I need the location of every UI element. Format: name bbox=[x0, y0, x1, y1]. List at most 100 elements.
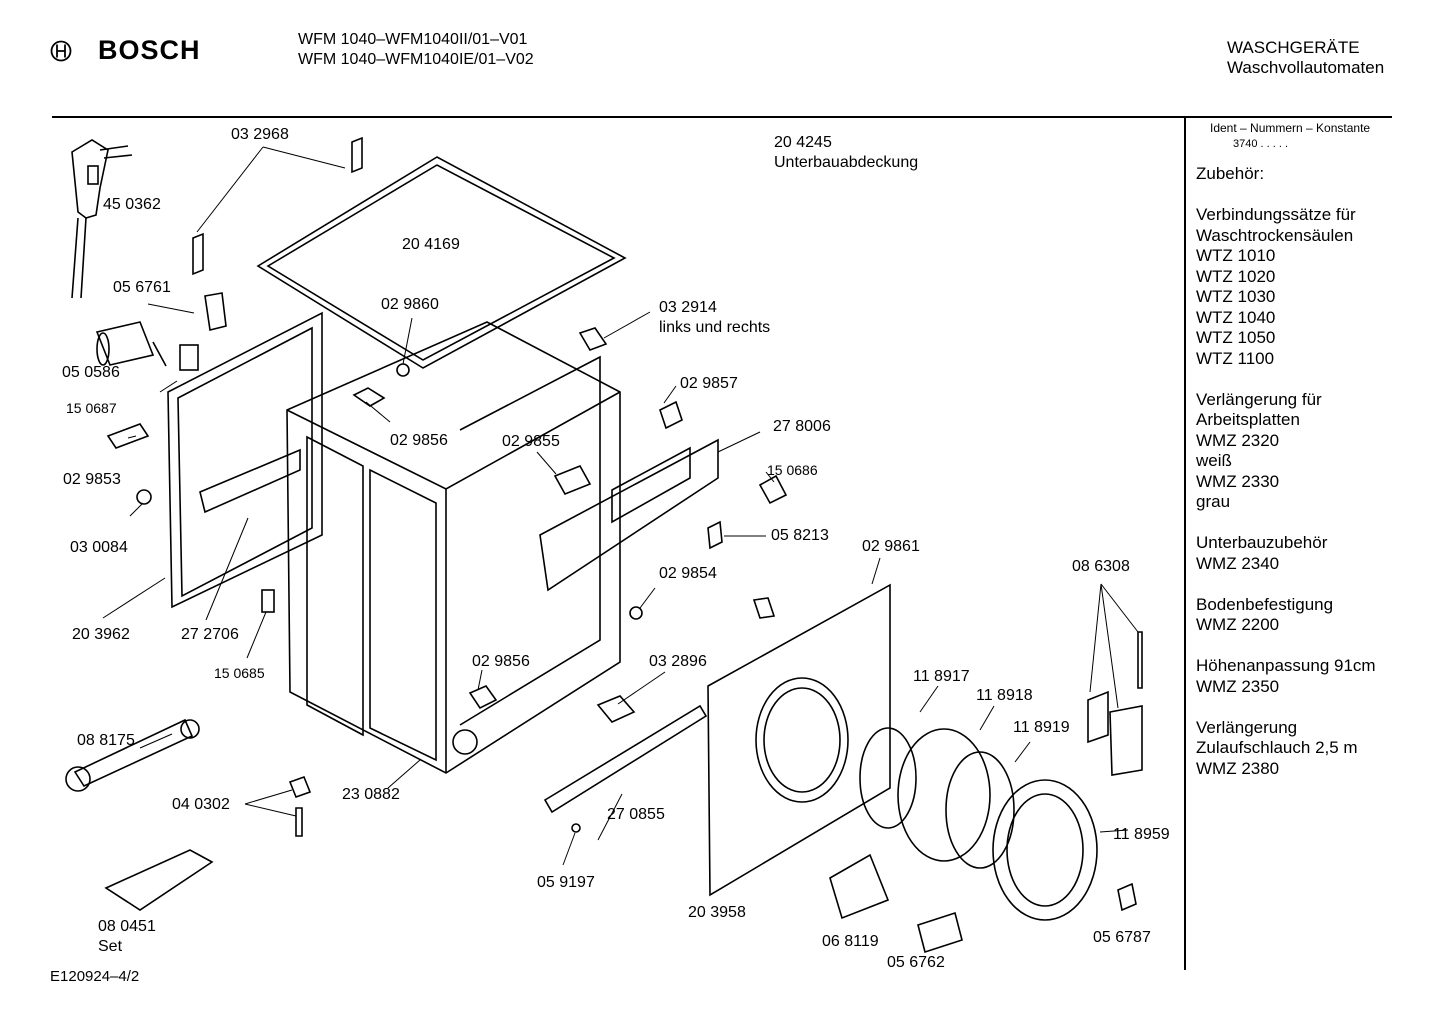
accessory-line: weiß bbox=[1196, 451, 1232, 470]
feet-kit-086308-drawing bbox=[1087, 631, 1143, 776]
filter-050586-drawing bbox=[95, 321, 167, 367]
accessories-heading: Zubehör: bbox=[1196, 164, 1265, 183]
accessory-line: Verlängerung bbox=[1196, 717, 1298, 737]
accessory-line: Verlängerung für bbox=[1196, 389, 1322, 409]
accessory-line: Zulaufschlauch 2,5 m bbox=[1196, 738, 1358, 757]
foot-029861-drawing bbox=[752, 597, 776, 619]
top-cover-drawing bbox=[256, 156, 627, 369]
part-label-029855: 02 9855 bbox=[502, 433, 560, 450]
accessory-group-hose-extension: Verlängerung Zulaufschlauch 2,5 m WMZ 23… bbox=[1196, 718, 1376, 780]
accessory-line: Verbindungssätze für bbox=[1196, 205, 1356, 224]
part-label-056761: 05 6761 bbox=[113, 279, 171, 296]
part-label-032914: 03 2914 bbox=[659, 299, 717, 316]
category-line-2: Waschvollautomaten bbox=[1227, 58, 1385, 77]
part-label-278006: 27 8006 bbox=[773, 418, 831, 435]
part-desc-032914: links und rechts bbox=[659, 319, 771, 336]
accessory-line: WMZ 2330 bbox=[1196, 471, 1280, 491]
strip-270855-drawing bbox=[543, 704, 708, 814]
wrench-drawing bbox=[65, 718, 200, 792]
part-label-150685: 15 0685 bbox=[214, 665, 265, 681]
part-label-086308: 08 6308 bbox=[1072, 558, 1130, 575]
part-label-118959: 11 8959 bbox=[1113, 826, 1170, 843]
screw-059197-drawing bbox=[571, 823, 581, 833]
bracket-032968-drawing bbox=[351, 136, 363, 174]
clip-029853-drawing bbox=[106, 423, 150, 449]
clip-150687-drawing bbox=[179, 344, 199, 371]
plug-030084-drawing bbox=[136, 489, 152, 505]
part-label-118918: 11 8918 bbox=[976, 687, 1033, 704]
power-plug-drawing bbox=[71, 139, 133, 299]
accessory-line: WTZ 1020 bbox=[1196, 266, 1276, 286]
clip-056787-drawing bbox=[1117, 882, 1137, 912]
accessory-line: WTZ 1050 bbox=[1196, 328, 1276, 347]
part-label-032896: 03 2896 bbox=[649, 653, 707, 670]
switch-150686-drawing bbox=[758, 474, 788, 505]
part-label-030084: 03 0084 bbox=[70, 539, 128, 556]
part-label-204169: 20 4169 bbox=[402, 236, 460, 253]
accessory-group-worktop-extension: Verlängerung für Arbeitsplatten WMZ 2320… bbox=[1196, 390, 1376, 513]
cabinet-body-drawing bbox=[286, 321, 621, 774]
part-label-059197: 05 9197 bbox=[537, 874, 595, 891]
part-label-118917: 11 8917 bbox=[913, 668, 970, 685]
clip-029856-drawing bbox=[352, 387, 386, 407]
brand-name: BOSCH bbox=[98, 35, 201, 65]
model-numbers: WFM 1040–WFM1040II/01–V01 WFM 1040–WFM10… bbox=[298, 30, 534, 70]
model-line-2: WFM 1040–WFM1040IE/01–V02 bbox=[298, 51, 534, 68]
part-label-050586: 05 0586 bbox=[62, 364, 120, 381]
control-panel-drawing bbox=[539, 438, 719, 592]
clip-056761-drawing bbox=[204, 292, 227, 331]
door-assembly-drawing bbox=[859, 727, 1098, 921]
part-label-150687: 15 0687 bbox=[66, 400, 117, 416]
lock-056762-drawing bbox=[917, 911, 963, 954]
accessory-line: WMZ 2380 bbox=[1196, 758, 1280, 778]
part-desc-204245: Unterbauabdeckung bbox=[774, 154, 919, 171]
part-label-272706: 27 2706 bbox=[181, 626, 239, 643]
bolt-040302-drawing bbox=[295, 807, 303, 837]
category-line-1: WASCHGERÄTE bbox=[1227, 38, 1360, 57]
bracket-032968b-drawing bbox=[192, 232, 204, 276]
brand-logo: BOSCH bbox=[50, 35, 201, 66]
clip-058213-drawing bbox=[707, 520, 723, 550]
part-label-056787: 05 6787 bbox=[1093, 929, 1151, 946]
part-label-029854: 02 9854 bbox=[659, 565, 717, 582]
accessory-line: grau bbox=[1196, 492, 1231, 511]
ident-label: Ident – Nummern – Konstante bbox=[1210, 121, 1371, 135]
part-label-029861: 02 9861 bbox=[862, 538, 920, 555]
clip-029856b-drawing bbox=[468, 685, 498, 710]
accessory-line: WTZ 1040 bbox=[1196, 307, 1276, 327]
part-label-230882: 23 0882 bbox=[342, 786, 400, 803]
clip-029855-drawing bbox=[553, 464, 592, 496]
part-label-203958: 20 3958 bbox=[688, 904, 746, 921]
model-line-1: WFM 1040–WFM1040II/01–V01 bbox=[298, 31, 528, 48]
part-label-150686: 15 0686 bbox=[767, 462, 818, 478]
part-label-040302: 04 0302 bbox=[172, 796, 230, 813]
accessory-line: WMZ 2350 bbox=[1196, 676, 1280, 696]
accessory-line: WTZ 1100 bbox=[1196, 348, 1275, 368]
part-label-118919: 11 8919 bbox=[1013, 719, 1070, 736]
accessory-group-height-adjust: Höhenanpassung 91cm WMZ 2350 bbox=[1196, 656, 1376, 697]
accessory-line: Bodenbefestigung bbox=[1196, 594, 1334, 614]
accessory-group-floor-mount: Bodenbefestigung WMZ 2200 bbox=[1196, 595, 1376, 636]
hinge-032896-drawing bbox=[596, 695, 636, 723]
bosch-armature-icon bbox=[50, 40, 72, 61]
part-label-029856b: 02 9856 bbox=[472, 653, 530, 670]
part-label-068119: 06 8119 bbox=[822, 933, 879, 950]
accessory-line: Arbeitsplatten bbox=[1196, 410, 1300, 429]
clip-029860-drawing bbox=[396, 363, 410, 377]
part-desc-080451: Set bbox=[98, 938, 123, 955]
ident-value: 3740 . . . . . bbox=[1233, 138, 1289, 150]
part-label-270855: 27 0855 bbox=[607, 806, 665, 823]
accessory-line: Unterbauzubehör bbox=[1196, 533, 1328, 552]
part-label-080451: 08 0451 bbox=[98, 918, 156, 935]
handle-068119-drawing bbox=[829, 853, 890, 920]
accessory-line: WTZ 1010 bbox=[1196, 246, 1276, 265]
plate-080451-drawing bbox=[104, 849, 214, 911]
leader-lines bbox=[102, 146, 1139, 866]
part-label-203962: 20 3962 bbox=[72, 626, 130, 643]
accessory-group-connection-kits: Verbindungssätze für Waschtrockensäulen … bbox=[1196, 205, 1376, 369]
part-label-450362: 45 0362 bbox=[103, 196, 161, 213]
part-label-056762: 05 6762 bbox=[887, 954, 945, 971]
category-block: WASCHGERÄTE Waschvollautomaten bbox=[1227, 38, 1384, 78]
part-label-029853: 02 9853 bbox=[63, 471, 121, 488]
accessory-line: WTZ 1030 bbox=[1196, 287, 1276, 306]
